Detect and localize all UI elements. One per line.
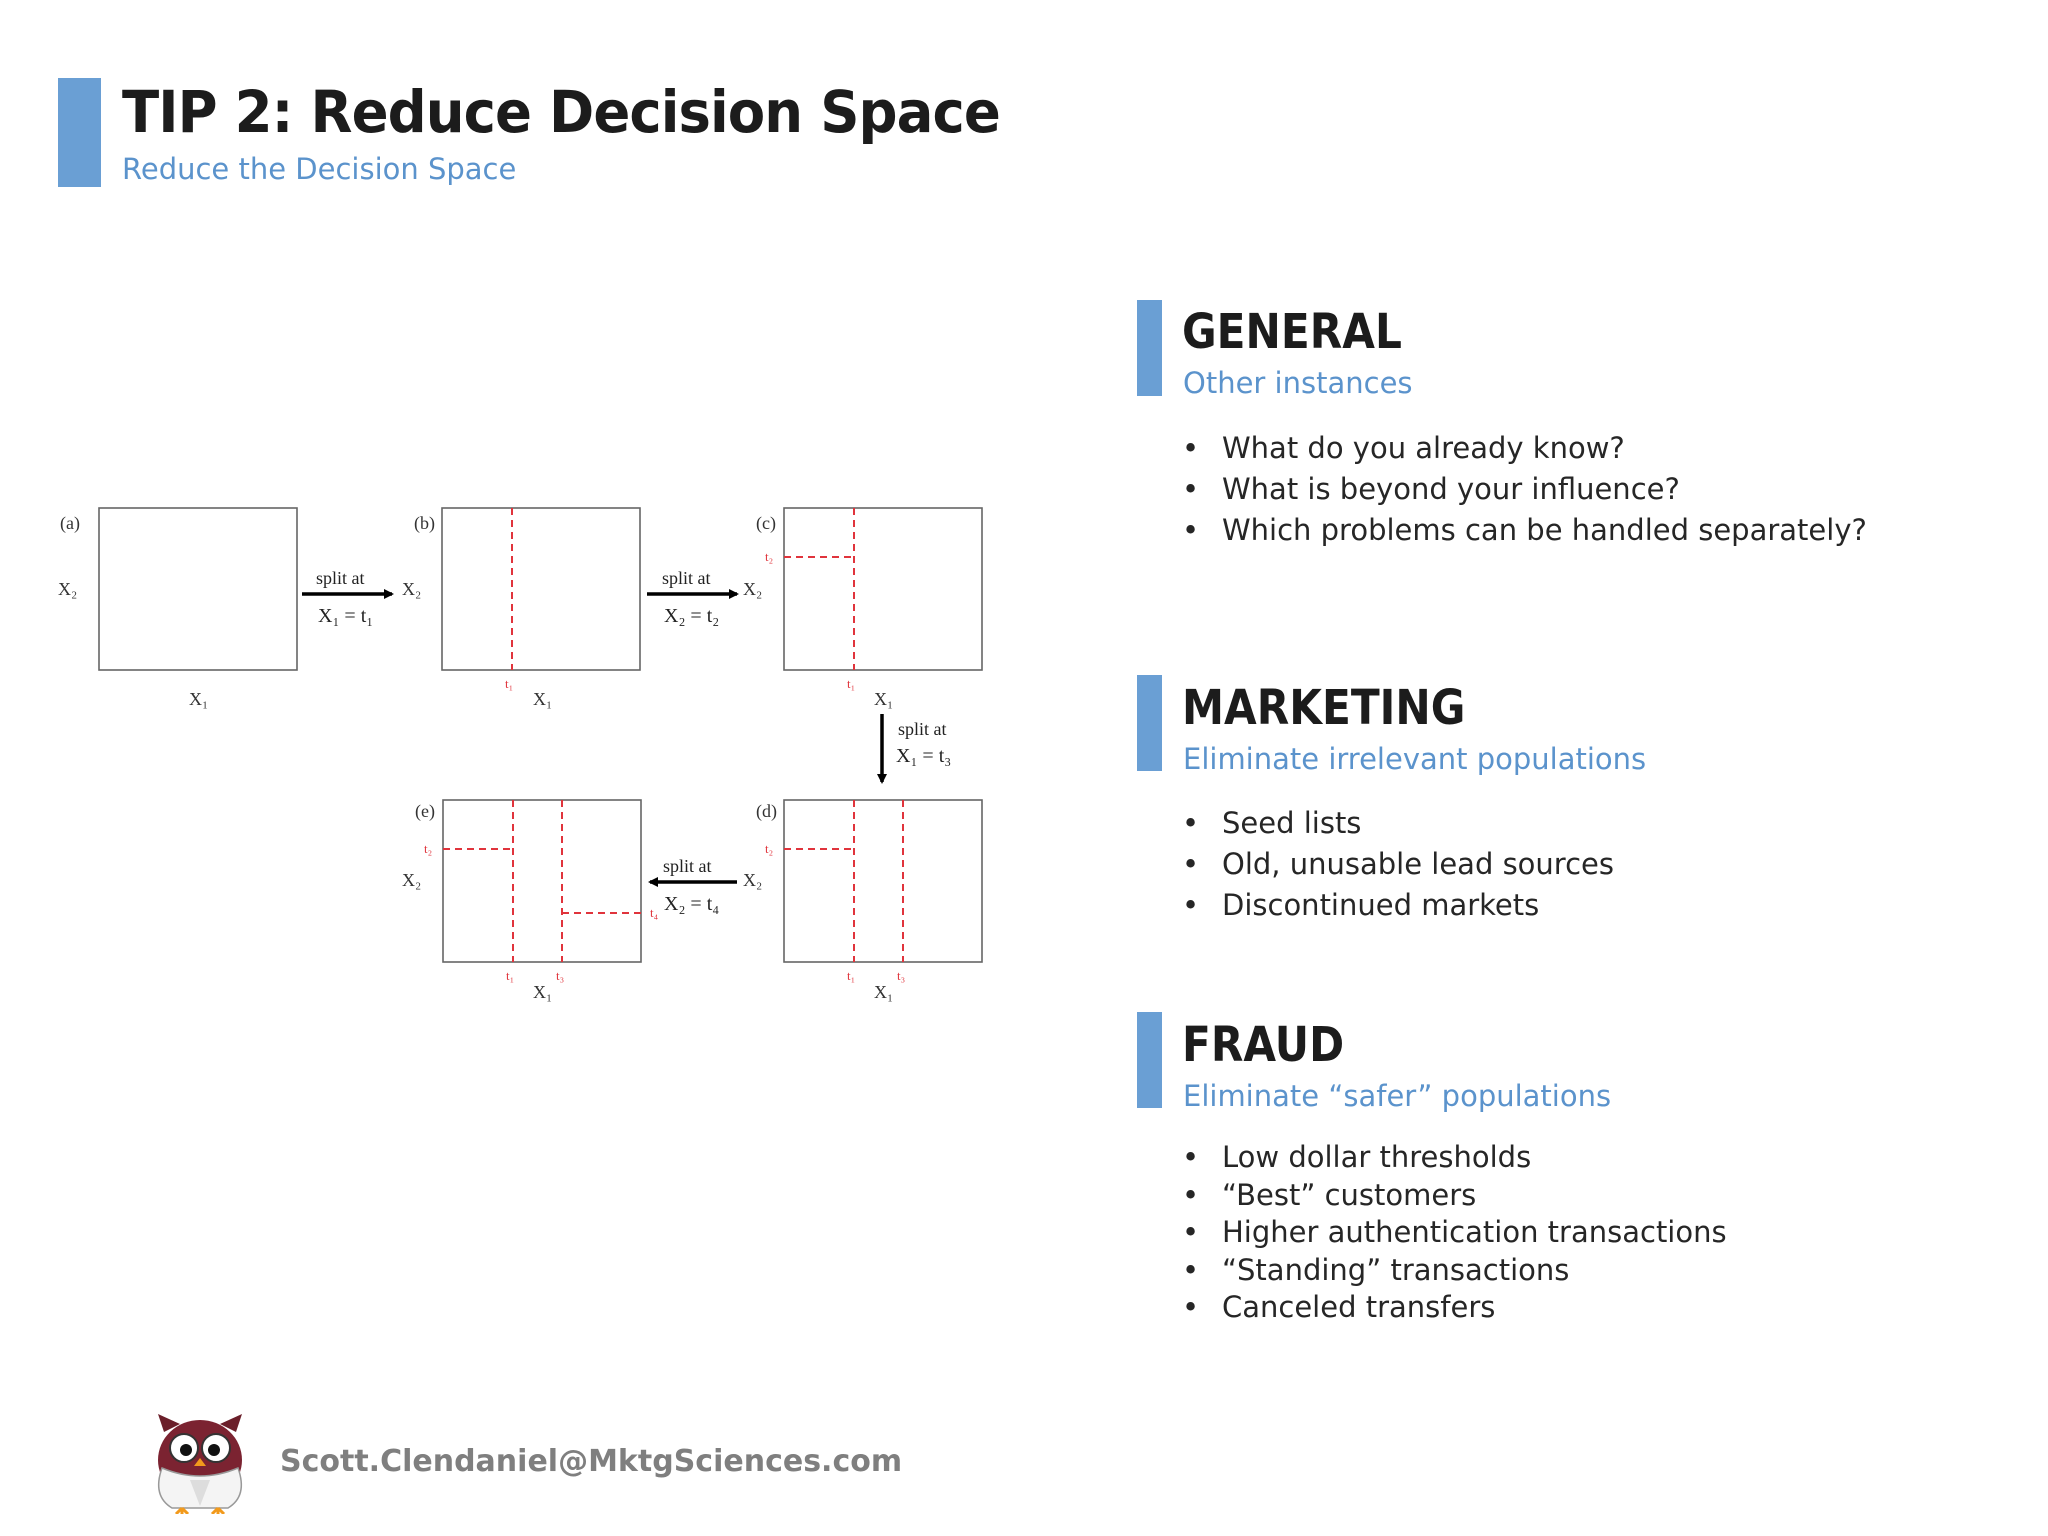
panel-a-label: (a) bbox=[60, 513, 80, 534]
panel-e-t4-label: t₄ bbox=[650, 905, 659, 920]
panel-b-box bbox=[441, 507, 641, 671]
fraud-bullet: Canceled transfers bbox=[1182, 1289, 1727, 1327]
panel-a-box bbox=[98, 507, 298, 671]
header-accent-bar bbox=[58, 78, 101, 187]
panel-d-x2-label: X₂ bbox=[743, 870, 762, 890]
general-bullet: Which problems can be handled separately… bbox=[1182, 510, 1867, 551]
fraud-accent-bar bbox=[1137, 1012, 1162, 1108]
panel-e: (e) X₂ X₁ t₁ t₃ t₂ t₄ bbox=[402, 799, 659, 1002]
fraud-subtitle: Eliminate “safer” populations bbox=[1183, 1079, 1612, 1113]
fraud-bullet: Low dollar thresholds bbox=[1182, 1139, 1727, 1177]
general-title: GENERAL bbox=[1182, 304, 1402, 360]
split-a-b-rule: X₁ = t₁ bbox=[318, 605, 373, 627]
general-bullet-list: What do you already know? What is beyond… bbox=[1182, 428, 1867, 551]
general-accent-bar bbox=[1137, 300, 1162, 396]
panel-d-t3-label: t₃ bbox=[897, 968, 905, 983]
panel-c: (c) X₂ X₁ t₁ t₂ bbox=[743, 507, 983, 709]
panel-c-x2-label: X₂ bbox=[743, 579, 762, 599]
panel-c-x1-label: X₁ bbox=[874, 689, 893, 709]
owl-mascot-icon bbox=[157, 1414, 243, 1514]
panel-c-box bbox=[783, 507, 983, 671]
panel-e-x2-label: X₂ bbox=[402, 870, 421, 890]
panel-b-t1-label: t₁ bbox=[505, 676, 513, 691]
split-arrow-c-d: split at X₁ = t₃ bbox=[877, 714, 951, 784]
marketing-bullet: Seed lists bbox=[1182, 803, 1614, 844]
marketing-accent-bar bbox=[1137, 675, 1162, 771]
panel-d-t1-label: t₁ bbox=[847, 968, 855, 983]
fraud-title: FRAUD bbox=[1182, 1017, 1345, 1073]
split-d-e-label: split at bbox=[663, 856, 712, 876]
marketing-bullet-list: Seed lists Old, unusable lead sources Di… bbox=[1182, 803, 1614, 926]
marketing-title: MARKETING bbox=[1182, 680, 1466, 736]
panel-d-t2-label: t₂ bbox=[765, 841, 773, 856]
fraud-bullet: “Standing” transactions bbox=[1182, 1252, 1727, 1290]
panel-e-t3-label: t₃ bbox=[556, 968, 564, 983]
panel-e-x1-label: X₁ bbox=[533, 982, 552, 1002]
page-title: TIP 2: Reduce Decision Space bbox=[122, 78, 1001, 146]
fraud-bullet-list: Low dollar thresholds “Best” customers H… bbox=[1182, 1139, 1727, 1327]
partition-diagram: (a) X₂ X₁ split at X₁ = t₁ (b) X₂ X₁ t₁ … bbox=[58, 507, 983, 1002]
panel-e-t1-label: t₁ bbox=[506, 968, 514, 983]
page-subtitle: Reduce the Decision Space bbox=[122, 152, 517, 186]
panel-b-label: (b) bbox=[414, 513, 435, 534]
panel-a-x2-label: X₂ bbox=[58, 579, 77, 599]
fraud-bullet: “Best” customers bbox=[1182, 1177, 1727, 1215]
panel-e-box bbox=[442, 799, 642, 963]
split-arrow-b-c: split at X₂ = t₂ bbox=[647, 568, 739, 627]
panel-a-x1-label: X₁ bbox=[189, 689, 208, 709]
marketing-bullet: Discontinued markets bbox=[1182, 885, 1614, 926]
split-a-b-label: split at bbox=[316, 568, 365, 588]
fraud-bullet: Higher authentication transactions bbox=[1182, 1214, 1727, 1252]
panel-d: (d) X₂ X₁ t₁ t₃ t₂ bbox=[743, 799, 983, 1002]
contact-email: Scott.Clendaniel@MktgSciences.com bbox=[280, 1444, 903, 1479]
marketing-bullet: Old, unusable lead sources bbox=[1182, 844, 1614, 885]
split-c-d-rule: X₁ = t₃ bbox=[896, 745, 951, 767]
general-subtitle: Other instances bbox=[1183, 366, 1413, 400]
panel-c-label: (c) bbox=[756, 513, 776, 534]
panel-b-x1-label: X₁ bbox=[533, 689, 552, 709]
split-c-d-label: split at bbox=[898, 719, 947, 739]
marketing-subtitle: Eliminate irrelevant populations bbox=[1183, 742, 1647, 776]
panel-c-t1-label: t₁ bbox=[847, 676, 855, 691]
panel-b-x2-label: X₂ bbox=[402, 579, 421, 599]
split-arrow-d-e: split at X₂ = t₄ bbox=[648, 856, 737, 915]
panel-c-t2-label: t₂ bbox=[765, 549, 773, 564]
split-d-e-rule: X₂ = t₄ bbox=[664, 893, 719, 915]
panel-e-label: (e) bbox=[415, 801, 435, 822]
panel-a: (a) X₂ X₁ bbox=[58, 507, 298, 709]
panel-d-x1-label: X₁ bbox=[874, 982, 893, 1002]
panel-d-label: (d) bbox=[756, 801, 777, 822]
panel-b: (b) X₂ X₁ t₁ bbox=[402, 507, 641, 709]
panel-e-t2-label: t₂ bbox=[424, 841, 432, 856]
split-b-c-rule: X₂ = t₂ bbox=[664, 605, 719, 627]
general-bullet: What do you already know? bbox=[1182, 428, 1867, 469]
general-bullet: What is beyond your influence? bbox=[1182, 469, 1867, 510]
split-arrow-a-b: split at X₁ = t₁ bbox=[302, 568, 394, 627]
panel-d-box bbox=[783, 799, 983, 963]
split-b-c-label: split at bbox=[662, 568, 711, 588]
